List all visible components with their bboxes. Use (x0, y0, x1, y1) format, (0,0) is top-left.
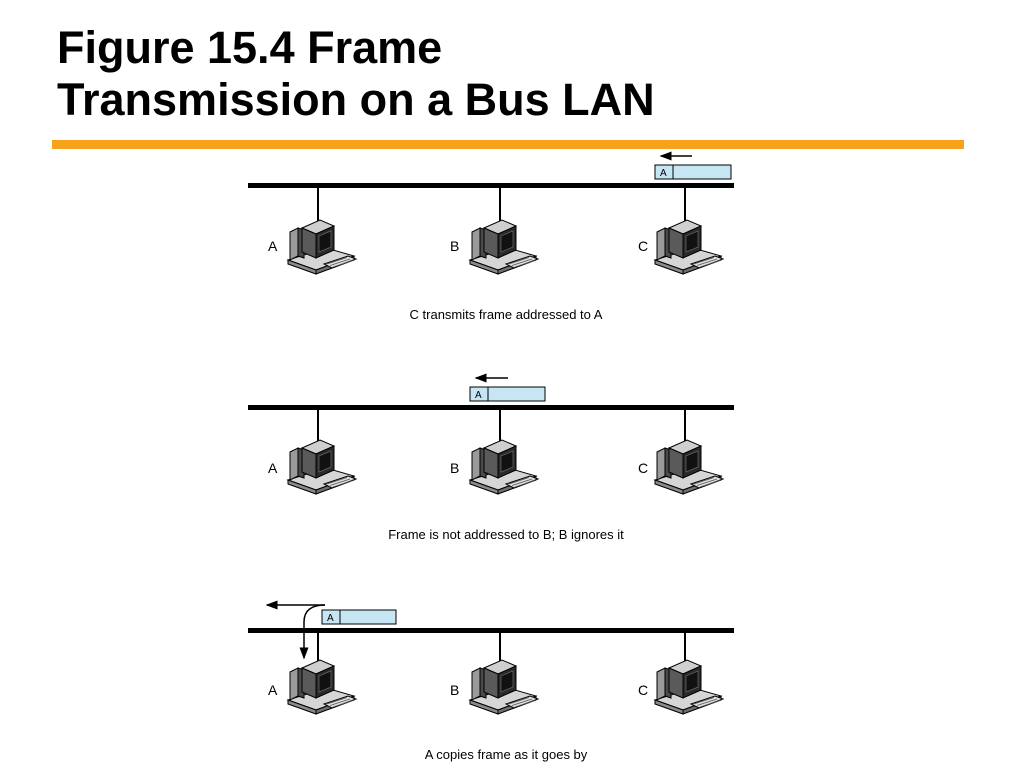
station-b-computer-icon (469, 219, 539, 275)
frame-address: A (660, 168, 667, 179)
panel-2-diagram: A B C A (248, 373, 734, 495)
station-label-a: A (268, 682, 278, 698)
station-label-a: A (268, 460, 278, 476)
station-c-computer-icon (654, 439, 724, 495)
panel-1-diagram: A B C A (248, 151, 734, 275)
station-b-computer-icon (469, 659, 539, 715)
title-line-1: Figure 15.4 Frame (57, 22, 443, 73)
panel-3: A B C A A copies frame as it goes by (230, 600, 750, 770)
station-label-b: B (450, 238, 459, 254)
station-label-b: B (450, 682, 459, 698)
page-title: Figure 15.4 Frame Transmission on a Bus … (57, 22, 655, 126)
station-c-computer-icon (654, 219, 724, 275)
station-label-b: B (450, 460, 459, 476)
panel-2: A B C A Frame is not addressed to B; B i… (230, 373, 750, 550)
station-label-c: C (638, 682, 648, 698)
frame: A (321, 609, 397, 625)
frame: A (469, 386, 546, 402)
station-b-computer-icon (469, 439, 539, 495)
panel-2-caption: Frame is not addressed to B; B ignores i… (388, 527, 624, 542)
frame: A (654, 164, 732, 180)
station-a-computer-icon (287, 439, 357, 495)
panel-1-caption: C transmits frame addressed to A (409, 307, 603, 322)
frame-address: A (327, 613, 334, 624)
title-line-2: Transmission on a Bus LAN (57, 74, 655, 125)
frame-address: A (475, 390, 482, 401)
station-a-computer-icon (287, 659, 357, 715)
panel-3-diagram: A B C A (248, 600, 734, 715)
station-label-c: C (638, 460, 648, 476)
panel-3-caption: A copies frame as it goes by (424, 747, 588, 762)
bus-line (248, 183, 734, 188)
bus-line (248, 628, 734, 633)
station-c-computer-icon (654, 659, 724, 715)
accent-rule (52, 140, 964, 149)
down-arrow-icon (299, 604, 326, 660)
bus-line (248, 405, 734, 410)
station-a-computer-icon (287, 219, 357, 275)
station-label-c: C (638, 238, 648, 254)
panel-1: A B C A C transmits frame addressed to A (230, 151, 750, 330)
station-label-a: A (268, 238, 278, 254)
